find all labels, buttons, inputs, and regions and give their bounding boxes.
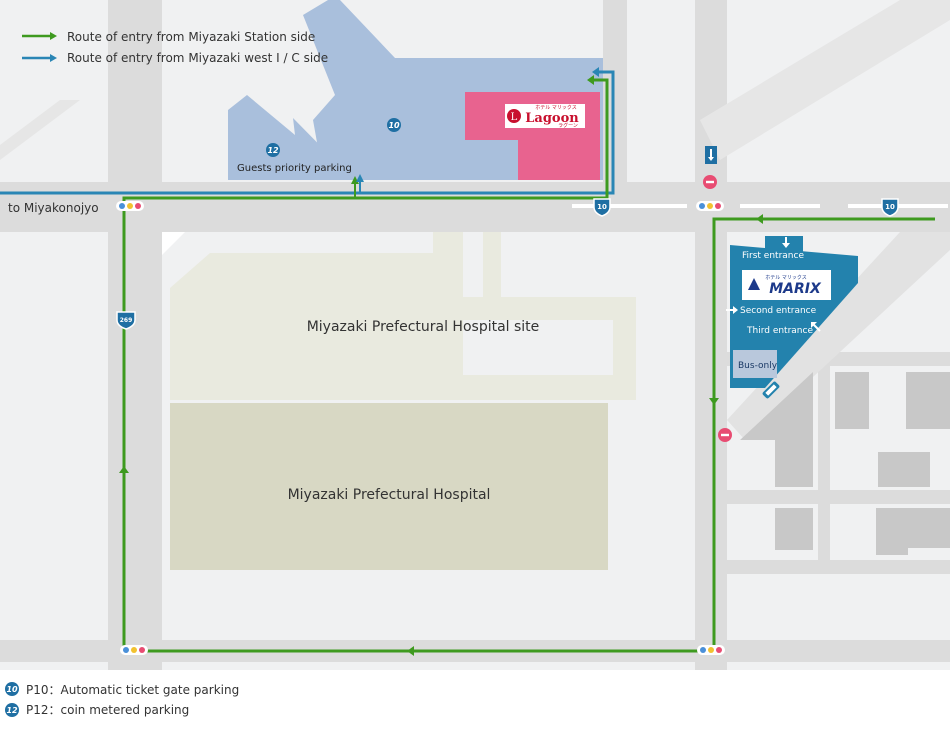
p12-legend-text: P12：coin metered parking — [26, 703, 189, 717]
second-entrance-label: Second entrance — [740, 306, 817, 316]
corner-triangle — [162, 232, 185, 255]
bus-only-area — [733, 350, 777, 378]
building — [740, 372, 813, 487]
hospital-site-path — [483, 232, 501, 297]
lane-mark — [740, 204, 820, 208]
route-10-shield-icon: 10 — [881, 198, 899, 217]
building — [906, 372, 950, 429]
third-entrance-arrowhead — [811, 322, 817, 328]
blue-arrowhead — [592, 67, 599, 77]
hospital-site-cutout — [463, 320, 613, 375]
p10-legend-number: 10 — [6, 685, 18, 694]
side-road-3 — [727, 560, 950, 574]
parking-badges: 10 12 — [266, 118, 401, 157]
diagonal-road-west — [0, 100, 80, 160]
lagoon-logo-mark — [507, 109, 521, 123]
marix-entrance-block — [765, 236, 803, 256]
blue-arrowhead — [356, 174, 364, 182]
p12-legend-badge-icon: 12 — [5, 703, 19, 717]
side-road-vertical — [818, 366, 830, 566]
guest-parking-label: Guests priority parking — [237, 163, 352, 174]
green-legend-text: Route of entry from Miyazaki Station sid… — [67, 30, 315, 44]
lagoon-logo-letter: L — [511, 112, 518, 123]
marix-ship-icon — [748, 278, 760, 290]
diagonal-road-south — [727, 232, 950, 440]
traffic-signal-icon — [120, 645, 148, 655]
route-269-shield-icon: 269 — [116, 311, 136, 330]
blue-legend-text: Route of entry from Miyazaki west I / C … — [67, 51, 328, 65]
traffic-signals — [116, 201, 725, 655]
route-10-number: 10 — [597, 203, 607, 211]
lagoon-top-text: ホテル マリックス — [535, 105, 576, 111]
destination-label: to Miyakonojyo — [8, 201, 99, 215]
bus-only-label: Bus-only — [738, 361, 778, 371]
p10-badge-number: 10 — [388, 121, 400, 130]
route-shields: 10 10 269 — [116, 198, 899, 330]
building — [878, 452, 930, 487]
building — [835, 372, 869, 429]
traffic-signal-icon — [696, 201, 724, 211]
green-arrowhead — [756, 214, 763, 224]
hospital-building — [170, 403, 608, 570]
lagoon-name: Lagoon — [525, 111, 579, 126]
p12-badge-number: 12 — [267, 146, 279, 155]
p10-badge-icon: 10 — [387, 118, 401, 132]
p10-legend-badge-icon: 10 — [5, 682, 19, 696]
parking-p12 — [228, 95, 354, 180]
blue-legend-arrow-icon — [50, 54, 57, 62]
traffic-signal-icon — [697, 645, 725, 655]
marix-top-text: ホテル マリックス — [765, 275, 806, 281]
green-legend-arrow-icon — [50, 32, 57, 40]
road-east — [695, 0, 727, 670]
p10-legend-text: P10：Automatic ticket gate parking — [26, 683, 239, 697]
blue-route-line — [0, 70, 615, 195]
diagonal-road-north — [700, 0, 950, 160]
route-legend: Route of entry from Miyazaki Station sid… — [22, 30, 328, 65]
building — [775, 508, 813, 550]
side-road-2 — [727, 490, 950, 504]
route-arrowheads — [119, 67, 763, 656]
green-arrowhead — [587, 75, 594, 85]
route-10-shield-icon: 10 — [593, 198, 611, 217]
second-entrance-arrowhead — [733, 306, 738, 314]
lagoon-bottom-text: ラグーン — [558, 122, 578, 129]
no-entry-icon — [703, 175, 717, 189]
hospital-site-area — [162, 232, 636, 400]
one-way-sign-icon — [705, 146, 717, 164]
first-entrance-arrowhead — [782, 243, 790, 248]
route-10-number: 10 — [885, 203, 895, 211]
first-entrance-label: First entrance — [742, 251, 804, 261]
hospital-site-label: Miyazaki Prefectural Hospital site — [307, 319, 540, 335]
green-route-line — [122, 78, 935, 653]
green-arrowhead — [407, 646, 414, 656]
green-arrowhead — [119, 466, 129, 473]
legend-background — [0, 670, 950, 740]
third-entrance-label: Third entrance — [746, 326, 813, 336]
p12-legend-number: 12 — [6, 706, 18, 715]
bus-marker-icon — [762, 381, 780, 399]
no-entry-icon — [718, 428, 732, 442]
green-arrowhead — [709, 398, 719, 405]
roads — [0, 0, 950, 670]
marix-name: MARIX — [769, 281, 822, 297]
hospital-label: Miyazaki Prefectural Hospital — [288, 487, 491, 503]
building — [876, 508, 950, 555]
p12-badge-icon: 12 — [266, 143, 280, 157]
route-269-number: 269 — [120, 317, 133, 324]
road-269 — [108, 0, 162, 670]
parking-legend: 10 P10：Automatic ticket gate parking 12 … — [5, 682, 239, 717]
traffic-signal-icon — [116, 201, 144, 211]
lane-mark — [572, 204, 687, 208]
no-entry-signs — [703, 175, 732, 442]
entrance-arrows — [726, 237, 821, 332]
east-buildings — [740, 372, 950, 555]
